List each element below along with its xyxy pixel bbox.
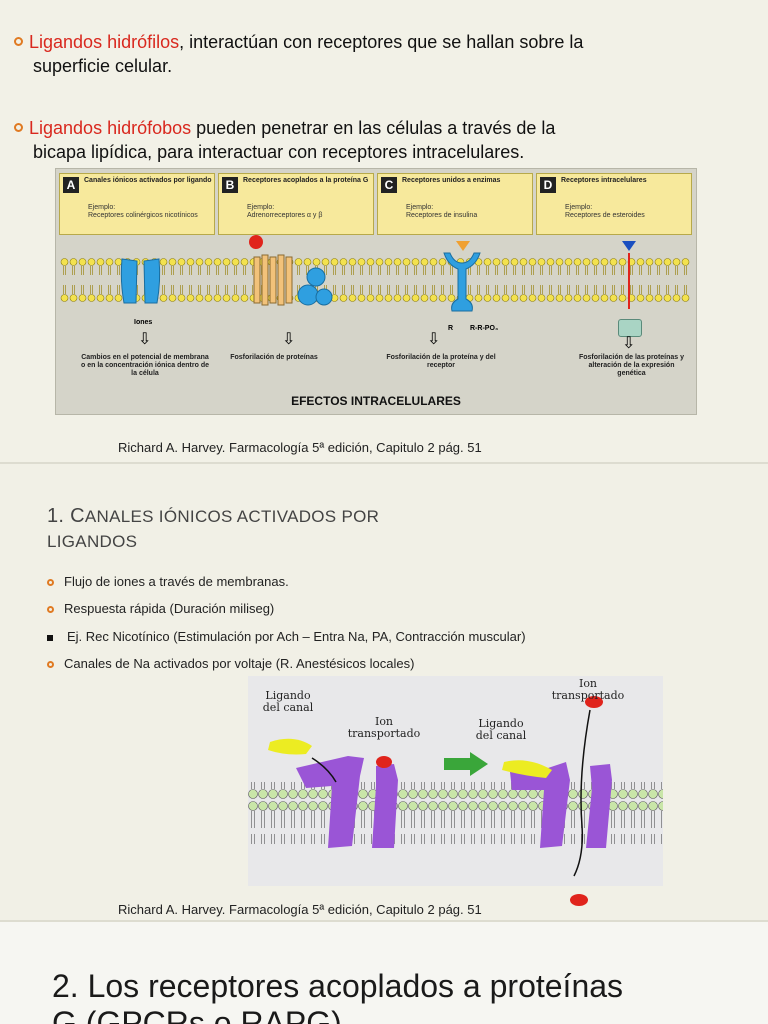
slide-separator	[0, 462, 768, 464]
caption-d: Fosforilación de las proteínas y alterac…	[578, 354, 685, 377]
down-arrow-icon: ⇩	[282, 331, 296, 348]
panel-c: C Receptores unidos a enzimas Ejemplo:Re…	[377, 173, 533, 235]
down-arrow-icon: ⇩	[138, 331, 152, 348]
bullet-item: Respuesta rápida (Duración miliseg)	[47, 601, 274, 616]
reference-citation: Richard A. Harvey. Farmacología 5ª edici…	[118, 440, 482, 455]
bullet-marker	[47, 579, 54, 586]
enzyme-receptor-icon	[443, 252, 481, 312]
slide-1: Ligandos hidrófilos, interactúan con rec…	[0, 0, 768, 462]
entry-arrow-icon	[628, 253, 630, 309]
ligand-icon	[456, 241, 470, 251]
gpcr-icon	[253, 254, 293, 306]
panel-title: Receptores acoplados a la proteína G	[243, 177, 369, 184]
panel-d: D Receptores intracelulares Ejemplo:Rece…	[536, 173, 692, 235]
bullet-marker	[14, 37, 23, 46]
reference-citation: Richard A. Harvey. Farmacología 5ª edici…	[118, 902, 482, 917]
intracellular-receptor-icon	[618, 319, 642, 337]
panel-example: Ejemplo:Receptores colinérgicos nicotíni…	[88, 204, 198, 219]
panel-b: B Receptores acoplados a la proteína G E…	[218, 173, 374, 235]
receptor-types-figure: A Canales iónicos activados por ligando …	[55, 168, 697, 415]
ligand-icon	[249, 235, 263, 249]
panel-letter: B	[222, 177, 238, 193]
bullet-hydrophilic: Ligandos hidrófilos, interactúan con rec…	[14, 30, 754, 78]
bullet-item: Flujo de iones a través de membranas.	[47, 574, 289, 589]
caption-b: Fosforilación de proteínas	[230, 354, 318, 361]
bullet-highlight: Ligandos hidrófilos	[29, 32, 180, 52]
panel-example: Ejemplo:Adrenorreceptores α y β	[247, 204, 323, 219]
bullet-highlight: Ligandos hidrófobos	[29, 118, 192, 138]
panel-example: Ejemplo:Receptores de insulina	[406, 204, 478, 219]
slide-2: 1. CANALES IÓNICOS ACTIVADOS POR LIGANDO…	[0, 464, 768, 920]
bullet-marker	[47, 635, 53, 641]
caption-c: Fosforilación de la proteína y del recep…	[386, 354, 496, 369]
section-title: 1. CANALES IÓNICOS ACTIVADOS POR LIGANDO…	[47, 505, 380, 551]
membrane-bilayer	[60, 257, 690, 303]
bullet-text: , interactúan con receptores que se hall…	[179, 32, 584, 52]
down-arrow-icon: ⇩	[427, 331, 441, 348]
ions-label: Iones	[134, 319, 153, 326]
panel-a: A Canales iónicos activados por ligando …	[59, 173, 215, 235]
panel-letter: D	[540, 177, 556, 193]
effects-label: EFECTOS INTRACELULARES	[291, 394, 461, 408]
panel-letter: C	[381, 177, 397, 193]
panel-letter: A	[63, 177, 79, 193]
panel-title: Receptores intracelulares	[561, 177, 647, 184]
bullet-text-line2: superficie celular.	[33, 56, 173, 76]
bullet-marker	[47, 606, 54, 613]
caption-a: Cambios en el potencial de membrana o en…	[81, 354, 209, 377]
panel-example: Ejemplo:Receptores de esteroides	[565, 204, 645, 219]
panel-title: Receptores unidos a enzimas	[402, 177, 501, 184]
r-label: R	[448, 325, 454, 332]
panel-title: Canales iónicos activados por ligando	[84, 177, 212, 184]
down-arrow-icon: ⇩	[622, 335, 636, 352]
g-protein-icon	[297, 267, 333, 306]
slide-separator	[0, 920, 768, 922]
bullet-marker	[47, 661, 54, 668]
bullet-item: Ej. Rec Nicotínico (Estimulación por Ach…	[47, 629, 526, 644]
bullet-hydrophobic: Ligandos hidrófobos pueden penetrar en l…	[14, 116, 754, 164]
rrpo-label: R-R-PO₄	[470, 325, 499, 332]
ion-icon	[570, 894, 588, 906]
steroid-ligand-icon	[622, 241, 636, 251]
ion-channel-diagram	[248, 696, 663, 877]
bullet-text: pueden penetrar en las células a través …	[191, 118, 556, 138]
bullet-text-line2: bicapa lipídica, para interactuar con re…	[33, 142, 525, 162]
ion-channel-icon	[120, 258, 161, 304]
bullet-marker	[14, 123, 23, 132]
bullet-item: Canales de Na activados por voltaje (R. …	[47, 656, 414, 671]
